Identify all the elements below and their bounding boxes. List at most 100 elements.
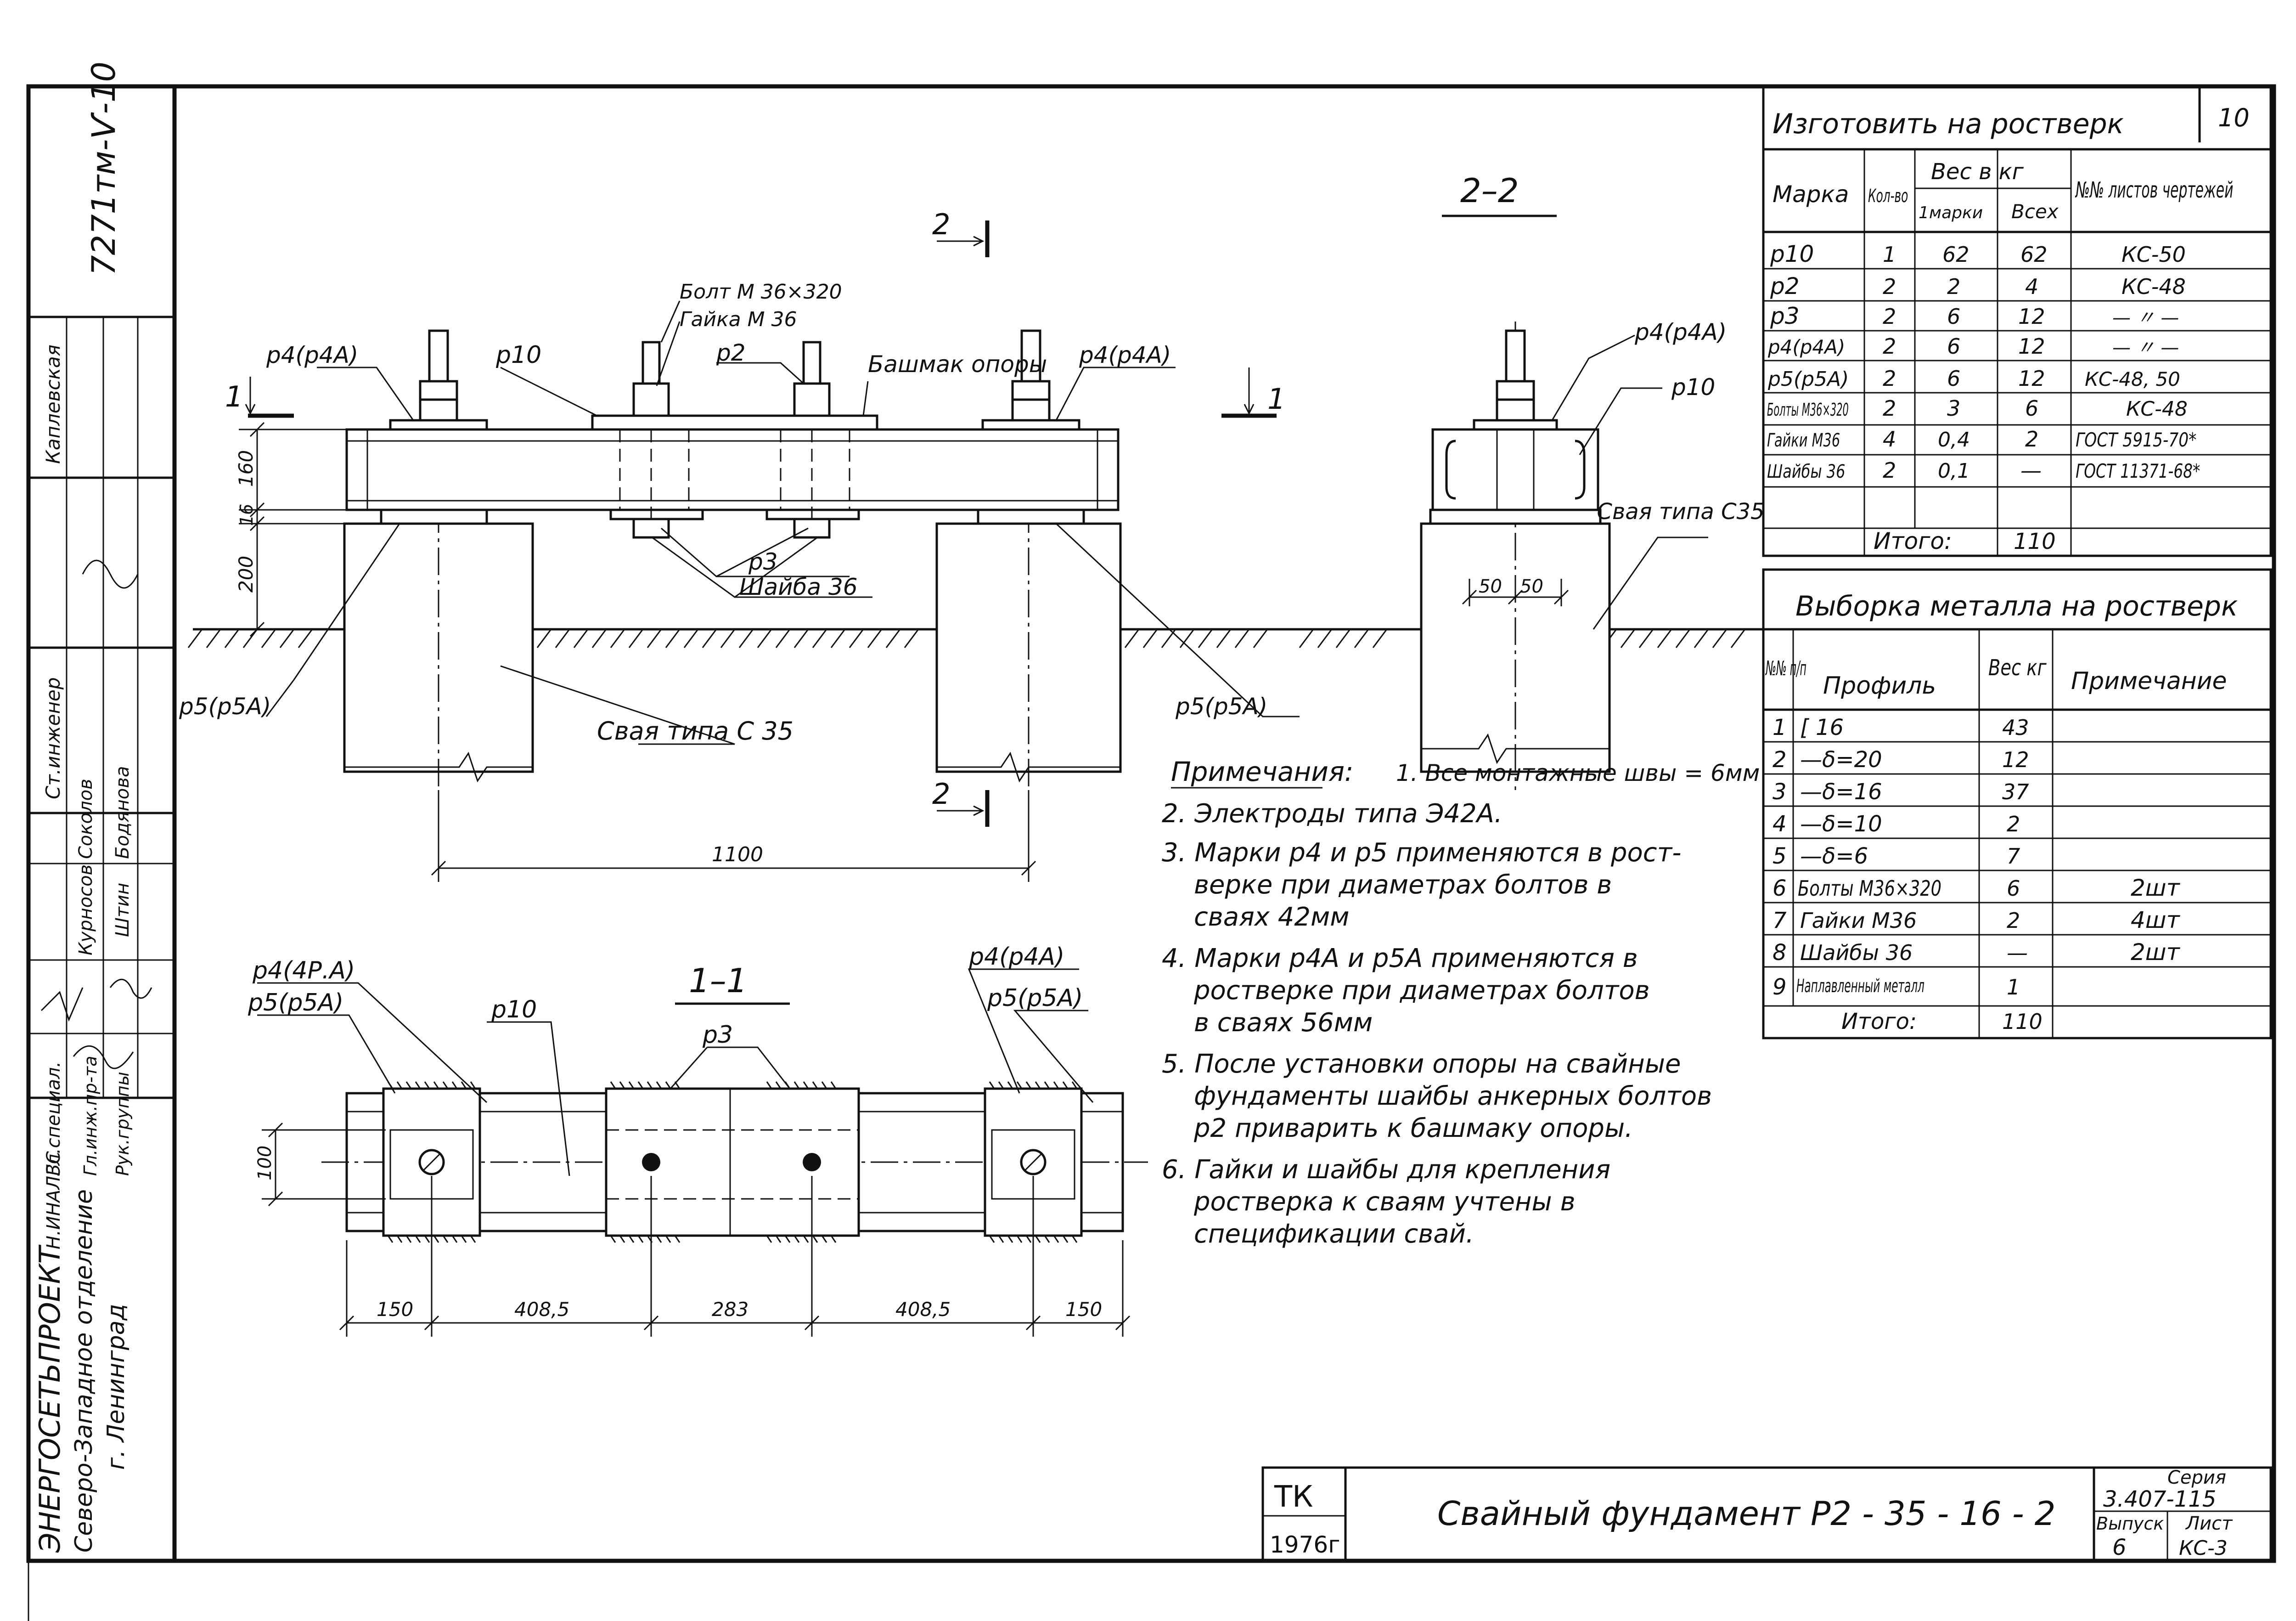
spec-title: Изготовить на ростверк — [1773, 108, 2124, 140]
org-city: г. Ленинград — [102, 1304, 130, 1470]
svg-text:5: 5 — [1773, 843, 1787, 869]
spec-row: р2 2 2 4 КС-48 — [1770, 273, 2186, 299]
svg-text:—δ=10: —δ=10 — [1800, 811, 1882, 837]
label-p4-left: р4(р4А) — [266, 342, 358, 368]
name-shtin: Штин — [112, 883, 133, 937]
svg-text:КС-50: КС-50 — [2122, 242, 2186, 267]
dim-150-left: 150 — [377, 1298, 413, 1321]
label-p3-front: р3 — [748, 548, 778, 575]
svg-text:1: 1 — [1883, 242, 1896, 267]
signature-scribble-1 — [82, 559, 139, 589]
metal-title: Выборка металла на ростверк — [1795, 590, 2238, 622]
spec-header-weight: Вес в кг — [1931, 159, 2024, 185]
label-p5-plan-left: р5(р5А) — [248, 989, 343, 1017]
label-p3-plan: р3 — [702, 1021, 733, 1049]
label-pile-sec22: Свая типа С35 — [1597, 499, 1764, 525]
svg-text:6: 6 — [1947, 304, 1960, 329]
pad-p5-left — [380, 508, 488, 525]
signature-scribble-2 — [73, 1045, 134, 1069]
svg-text:КС-48, 50: КС-48, 50 — [2085, 368, 2180, 390]
svg-text:—δ=20: —δ=20 — [1800, 747, 1882, 773]
note-line-7: ростверке при диаметрах болтов — [1193, 976, 1650, 1005]
metal-row: 9 Наплавленный металл 1 — [1773, 974, 2020, 1000]
note-line-9: 5. После установки опоры на свайные — [1162, 1049, 1681, 1079]
note-line-3: 3. Марки р4 и р5 применяются в рост- — [1162, 838, 1681, 868]
note-line-13: ростверка к сваям учтены в — [1193, 1187, 1576, 1217]
dim-50-right: 50 — [1520, 576, 1543, 597]
svg-text:Гайки М36: Гайки М36 — [1800, 908, 1917, 933]
spec-row: Болты М36×320 2 3 6 КС-48 — [1767, 396, 2188, 421]
dim-150-right: 150 — [1065, 1298, 1102, 1321]
dim-200: 200 — [235, 556, 257, 593]
svg-text:2: 2 — [1883, 396, 1896, 421]
dim-408-right: 408,5 — [895, 1298, 951, 1321]
metal-row: 5 —δ=6 7 — [1773, 843, 2020, 869]
note-line-12: 6. Гайки и шайбы для крепления — [1162, 1155, 1610, 1185]
label-p5-left: р5(р5А) — [179, 693, 271, 720]
dim-408-left: 408,5 — [514, 1298, 569, 1321]
metal-row: 3 —δ=16 37 — [1773, 779, 2029, 805]
spec-header-one: 1марки — [1919, 203, 1983, 222]
metal-row: 4 —δ=10 2 — [1773, 811, 2020, 837]
note-line-4: верке при диаметрах болтов в — [1194, 870, 1612, 900]
bolt-m36-left — [632, 341, 670, 539]
svg-text:2: 2 — [2007, 812, 2020, 836]
front-view: р4(р4А) р10 Болт М 36×320 Гайка М 36 р2 … — [179, 208, 1837, 882]
issue-value: 6 — [2112, 1535, 2127, 1560]
bolt-hole-mid-right — [803, 1153, 821, 1171]
svg-text:8: 8 — [1773, 940, 1787, 966]
svg-text:2: 2 — [1883, 366, 1896, 391]
note-line-14: спецификации свай. — [1194, 1219, 1474, 1249]
note-line-2: 2. Электроды типа Э42А. — [1162, 799, 1503, 829]
note-line-10: фундаменты шайбы анкерных болтов — [1194, 1081, 1712, 1111]
sheet-value: КС-3 — [2179, 1536, 2228, 1560]
sheet-frame — [26, 84, 2276, 1621]
section-1-1-view: 1–1 — [248, 943, 1148, 1337]
spec-header-mark: Марка — [1773, 181, 1849, 208]
svg-text:Наплавленный металл: Наплавленный металл — [1796, 975, 1925, 996]
name-sokolov: Соколов — [75, 779, 96, 859]
svg-text:2: 2 — [2025, 427, 2038, 452]
sheet-label: Лист — [2185, 1513, 2233, 1534]
svg-text:3: 3 — [1947, 396, 1960, 421]
svg-text:0,4: 0,4 — [1938, 428, 1970, 452]
metal-row: 2 —δ=20 12 — [1773, 747, 2029, 773]
metal-row: 1 [ 16 43 — [1773, 715, 2029, 740]
pile-section-2-2 — [1420, 522, 1611, 773]
name-kaplevskaya: Каплевская — [42, 345, 64, 464]
svg-text:12: 12 — [2002, 747, 2029, 772]
svg-text:6: 6 — [2007, 876, 2020, 901]
anchor-bolt-right — [1011, 329, 1051, 422]
label-p4-plan-right: р4(р4А) — [968, 943, 1064, 971]
spec-row: р4(р4А) 2 6 12 — 〃 — — [1767, 334, 2179, 359]
svg-text:12: 12 — [2018, 366, 2045, 391]
title-block: ТК 1976г Свайный фундамент Р2 - 35 - 16 … — [1261, 1466, 2272, 1563]
section-1-1-title: 1–1 — [689, 961, 748, 1000]
svg-text:1: 1 — [225, 380, 243, 413]
section-mark-1-left: 1 — [225, 377, 294, 418]
label-p2: р2 — [716, 339, 746, 366]
spec-table: Изготовить на ростверк 10 Марка Кол-во В… — [1762, 86, 2272, 557]
spec-header-qty: Кол-во — [1868, 185, 1908, 207]
role-chief-engineer: Гл.инж.пр-та — [80, 1056, 101, 1176]
plate-p4-left — [389, 419, 488, 431]
label-p4-sec22: р4(р4А) — [1634, 319, 1727, 345]
svg-text:Болты М36×320: Болты М36×320 — [1798, 876, 1941, 901]
metal-table: Выборка металла на ростверк №№ п/п Профи… — [1762, 568, 2272, 1039]
spec-sheet-number: 10 — [2218, 103, 2250, 132]
label-p5-plan-right: р5(р5А) — [987, 984, 1083, 1012]
svg-text:Шайбы 36: Шайбы 36 — [1767, 460, 1846, 482]
svg-text:—δ=16: —δ=16 — [1800, 779, 1882, 805]
svg-text:р3: р3 — [1770, 303, 1800, 329]
spec-row: р3 2 6 12 — 〃 — — [1770, 303, 2179, 329]
label-nut-m36: Гайка М 36 — [680, 308, 797, 331]
notes-block: Примечания: 1. Все монтажные швы = 6мм 2… — [1162, 756, 1760, 1249]
role-chief-specialist: Гл.специал. — [43, 1062, 64, 1176]
notes-heading: Примечания: — [1171, 756, 1353, 787]
svg-text:3: 3 — [1773, 779, 1787, 805]
section-mark-1-right: 1 — [1221, 367, 1285, 418]
label-bolt-m36: Болт М 36×320 — [680, 280, 842, 304]
svg-text:2: 2 — [2007, 908, 2020, 933]
svg-text:Болты М36×320: Болты М36×320 — [1767, 401, 1849, 420]
